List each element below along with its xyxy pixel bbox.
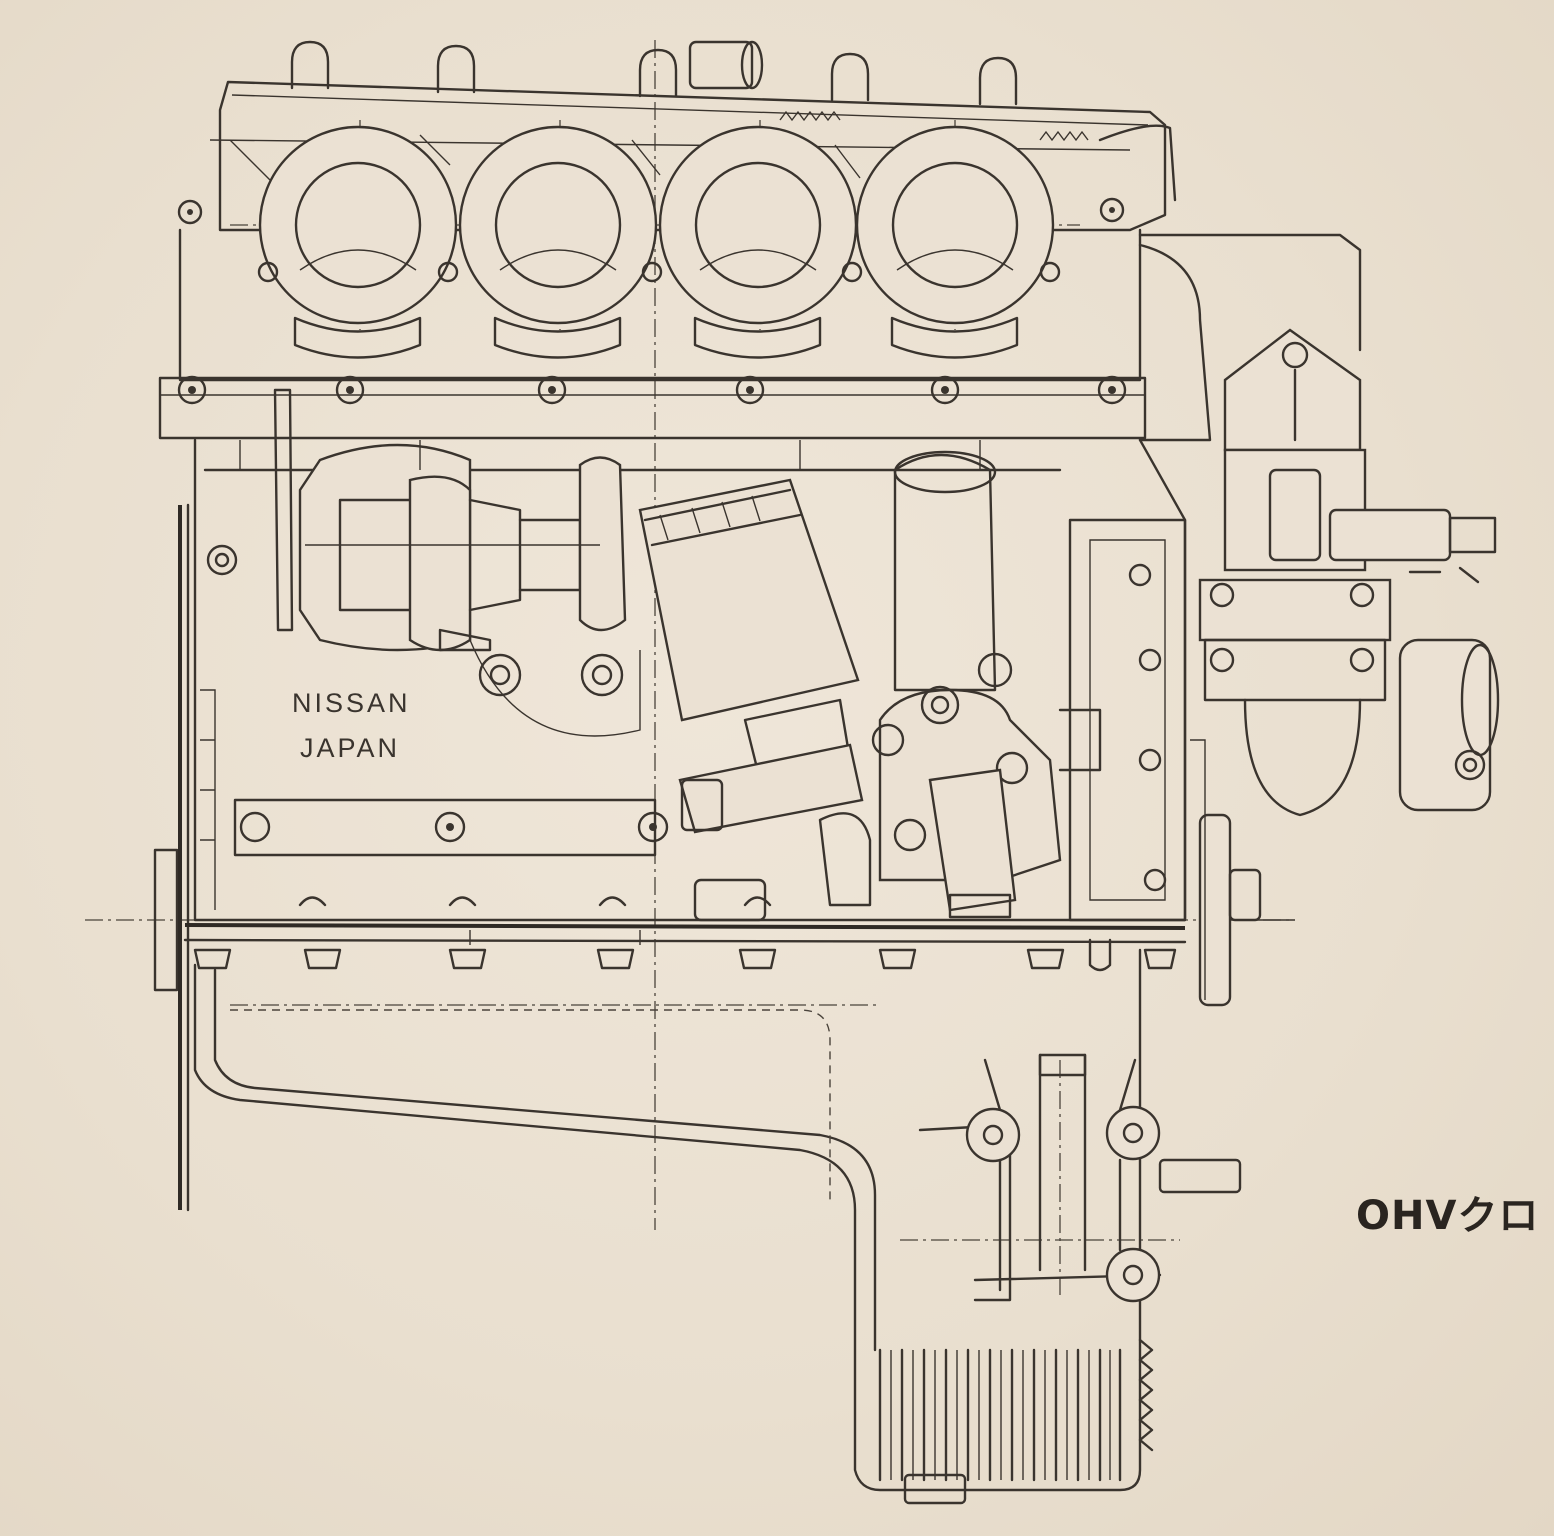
oil-pan	[193, 948, 1154, 1505]
stamp-japan: JAPAN	[300, 733, 400, 763]
water-pump-pulley	[1398, 638, 1500, 812]
oil-pump-housing	[678, 450, 1102, 919]
flywheel-edge	[153, 503, 190, 1212]
sump-fins	[878, 1348, 1122, 1482]
fuel-pump	[1138, 233, 1497, 817]
head-bolts	[177, 197, 1127, 405]
misc-detail-lines	[239, 440, 1295, 945]
carburetor-bank	[229, 125, 1061, 359]
distributor	[273, 388, 627, 652]
cover-nuts	[290, 40, 1018, 106]
cylinder-head	[158, 197, 1147, 440]
stamp-nissan: NISSAN	[292, 688, 411, 718]
carburetor-1	[257, 125, 459, 359]
timing-cover	[1068, 518, 1187, 922]
figure-caption: OHVクロ	[1356, 1193, 1540, 1239]
carburetor-4	[855, 125, 1061, 359]
oil-filter	[638, 478, 860, 782]
engine-mount	[918, 1053, 1242, 1303]
carburetor-2	[458, 125, 663, 359]
oil-pan-flange	[183, 878, 1187, 972]
pan-bolts	[193, 948, 1177, 970]
crankshaft-pulley	[1190, 739, 1262, 1007]
carburetor-3	[658, 125, 863, 359]
